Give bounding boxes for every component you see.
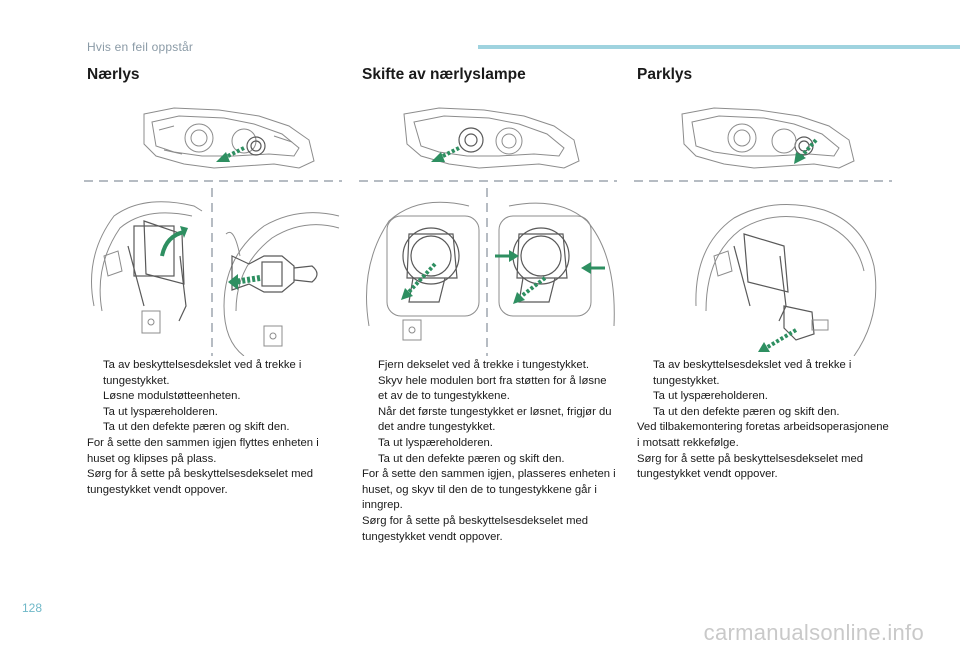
paragraph: Sørg for å sette på beskyttelsesdekselet… xyxy=(637,452,864,481)
paragraph: Sørg for å sette på beskyttelsesdekselet… xyxy=(362,514,589,543)
paragraph: Ved tilbakemontering foretas arbeidsoper… xyxy=(637,421,889,449)
arrow-head-icon xyxy=(216,152,230,162)
bullet-icon xyxy=(87,420,103,436)
arrow-icon xyxy=(438,146,460,160)
list-item: Ta ut den defekte pæren og skift den. xyxy=(362,452,617,468)
paragraph: For å sette den sammen igjen, plasseres … xyxy=(362,468,616,512)
list-item: Ta ut lyspæreholderen. xyxy=(87,405,342,421)
bullet-icon xyxy=(637,405,653,421)
module-side-drawing xyxy=(498,202,615,327)
paragraph: Sørg for å sette på beskyttelsesdekselet… xyxy=(87,468,314,496)
page-number: 128 xyxy=(22,601,43,615)
arrow-head-icon xyxy=(581,262,591,274)
arrow-head-icon xyxy=(509,250,519,262)
section-text: Ta av beskyttelsesdekslet ved å trekke i… xyxy=(637,358,892,483)
arrow-icon xyxy=(517,276,547,300)
section-text: Fjern dekselet ved å trekke i tungestykk… xyxy=(362,358,617,545)
bullet-icon xyxy=(87,405,103,421)
bullet-icon xyxy=(362,358,378,374)
arrow-head-icon xyxy=(794,152,806,164)
arrow-icon xyxy=(223,146,245,160)
section-parklys: Parklys Ta av beskyttelsesdekslet ved xyxy=(634,66,892,480)
module-front-drawing xyxy=(366,201,480,341)
arrow-head-icon xyxy=(180,226,188,238)
headlamp-drawing xyxy=(403,107,580,169)
paragraph: For å sette den sammen igjen flyttes enh… xyxy=(87,436,319,465)
bullet-icon xyxy=(637,389,653,405)
watermark: carmanualsonline.info xyxy=(703,620,924,645)
section-title: Parklys xyxy=(637,66,693,83)
arrow-head-icon xyxy=(228,274,238,290)
list-item: Ta ut den defekte pæren og skift den. xyxy=(637,405,892,421)
section-skifte-naerlyslampe: Skifte av nærlyslampe xyxy=(359,66,617,543)
arrow-icon xyxy=(233,275,261,285)
bullet-icon xyxy=(362,452,378,468)
section-title: Skifte av nærlyslampe xyxy=(362,66,526,83)
arrow-head-icon xyxy=(431,152,445,162)
list-item: Ta av beskyttelsesdekslet ved å trekke i… xyxy=(87,358,342,389)
section-title: Nærlys xyxy=(87,66,140,83)
list-item: Skyv hele modulen bort fra støtten for å… xyxy=(362,374,617,405)
module-detail-drawing xyxy=(91,201,203,334)
parklys-detail-drawing xyxy=(695,204,877,356)
list-item: Ta ut lyspæreholderen. xyxy=(362,436,617,452)
bulb-holder-drawing xyxy=(223,212,340,356)
arrow-icon xyxy=(764,328,798,350)
bullet-icon xyxy=(87,358,103,389)
arrow-icon xyxy=(405,262,437,296)
arrow-head-icon xyxy=(758,342,770,352)
bullet-icon xyxy=(362,374,378,405)
bullet-icon xyxy=(362,405,378,436)
headlamp-drawing xyxy=(143,107,315,169)
arrow-icon xyxy=(798,138,818,160)
section-naerlys: Nærlys xyxy=(84,66,342,496)
headlamp-drawing xyxy=(681,107,855,169)
parklys-illustration xyxy=(634,107,892,356)
arrow-head-icon xyxy=(401,288,413,300)
naerlys-illustration xyxy=(84,107,342,356)
list-item: Ta av beskyttelsesdekslet ved å trekke i… xyxy=(637,358,892,389)
chapter-title: Hvis en feil oppstår xyxy=(87,40,194,54)
skifte-illustration xyxy=(359,107,617,356)
list-item: Ta ut lyspæreholderen. xyxy=(637,389,892,405)
section-text: Ta av beskyttelsesdekslet ved å trekke i… xyxy=(87,358,342,498)
bullet-icon xyxy=(362,436,378,452)
arrow-head-icon xyxy=(513,292,525,304)
list-item: Løsne modulstøtteenheten. xyxy=(87,389,342,405)
curved-arrow-icon xyxy=(160,230,185,257)
chapter-rule xyxy=(478,45,960,49)
list-item: Ta ut den defekte pæren og skift den. xyxy=(87,420,342,436)
list-item: Fjern dekselet ved å trekke i tungestykk… xyxy=(362,358,617,374)
list-item: Når det første tungestykket er løsnet, f… xyxy=(362,405,617,436)
bullet-icon xyxy=(637,358,653,389)
bullet-icon xyxy=(87,389,103,405)
